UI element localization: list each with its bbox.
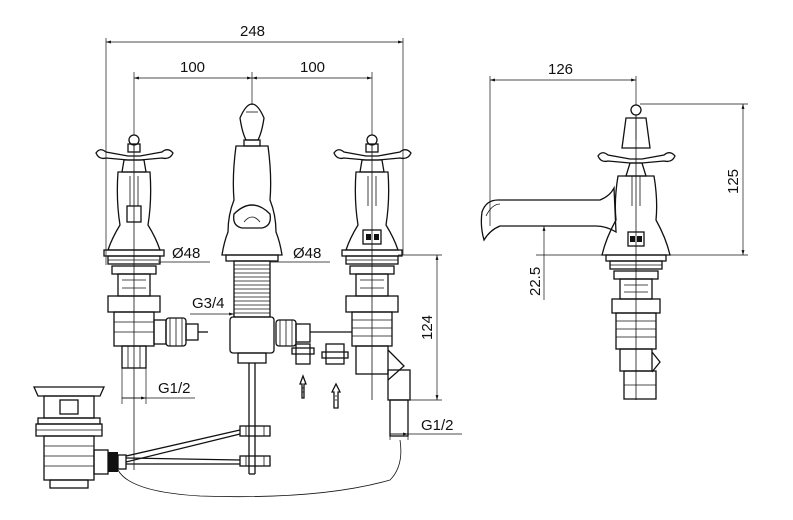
side-view: 126 125 22.5: [480, 61, 748, 400]
dimension-126-label: 126: [548, 61, 573, 78]
dimension-g12-left-label: G1/2: [158, 380, 191, 397]
dimension-124: 124: [398, 254, 442, 401]
dimension-g12-left: G1/2: [122, 380, 195, 400]
dimension-248-label: 248: [240, 23, 265, 40]
inlet-arrow-left-icon: [299, 374, 307, 399]
dimension-22-5: 22.5: [526, 225, 614, 300]
dimension-100-left-label: 100: [180, 59, 205, 76]
waste-linkage: [117, 425, 402, 498]
popup-waste: [32, 386, 127, 489]
dimension-g12-right-label: G1/2: [421, 417, 454, 434]
dimension-100-right-label: 100: [300, 59, 325, 76]
dimension-dia48-center-label: Ø48: [293, 245, 321, 262]
front-view: 248 100 100: [32, 23, 462, 498]
dimension-dia48-left: Ø48: [158, 245, 210, 263]
left-crosshead-tap: [95, 134, 208, 470]
inlet-arrow-right-icon: [330, 382, 342, 409]
dimension-dia48-left-label: Ø48: [172, 245, 200, 262]
dimension-125-label: 125: [725, 169, 742, 194]
dimension-125: 125: [640, 103, 748, 256]
side-tap: [480, 104, 676, 400]
right-crosshead-tap: [275, 134, 412, 440]
inlet-arrows: [291, 343, 349, 409]
dimension-248: 248: [105, 23, 404, 265]
dimension-22-5-label: 22.5: [527, 267, 544, 296]
dimension-dia48-center: Ø48: [270, 245, 330, 263]
dimension-124-label: 124: [419, 315, 436, 340]
dimension-g34-label: G3/4: [192, 295, 225, 312]
dimension-g34: G3/4: [190, 295, 234, 316]
thread-lines: [234, 264, 270, 314]
dimension-g12-right: G1/2: [390, 417, 462, 436]
center-lever-control: [221, 103, 283, 475]
